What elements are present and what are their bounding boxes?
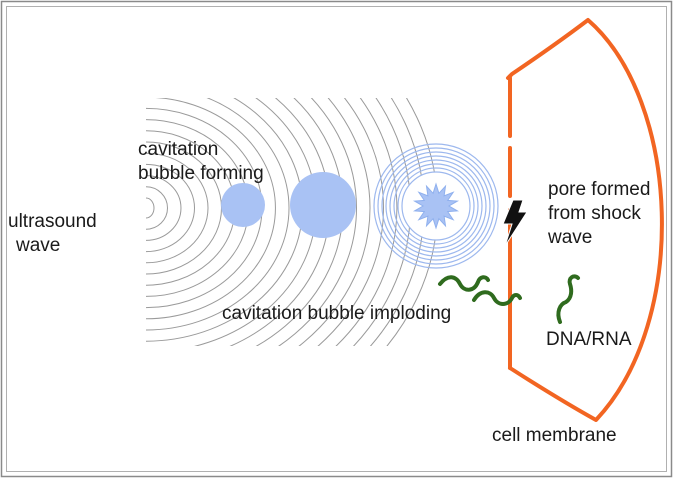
lightning-bolt-icon <box>502 199 528 247</box>
imploding-bubble-star-icon <box>412 182 460 230</box>
large-bubble <box>290 172 356 238</box>
forming-label-line2: bubble forming <box>138 163 264 184</box>
bubble-ring <box>377 147 495 265</box>
bubble-ring <box>373 143 499 269</box>
wave-arc <box>146 98 276 320</box>
bubble-ring <box>381 151 491 261</box>
cell-membrane-label: cell membrane <box>492 425 617 446</box>
bubble-ring <box>389 159 483 253</box>
wave-arc <box>146 152 209 264</box>
wave-arc <box>146 163 195 253</box>
bubble-forming-label: cavitation bubble forming <box>138 138 264 186</box>
wave-arc <box>335 98 398 346</box>
wave-arc <box>146 98 290 331</box>
wave-arc <box>278 98 357 346</box>
ultrasound-label-line1: ultrasound <box>8 211 97 232</box>
bubble-ring <box>397 167 475 245</box>
small-bubble <box>221 183 265 227</box>
wave-arc <box>146 175 182 241</box>
pore-label-line2: from shock <box>548 203 641 224</box>
forming-label-line1: cavitation <box>138 139 219 160</box>
bubble-ring <box>393 163 479 249</box>
dna-strand-middle <box>472 290 522 306</box>
pore-formed-label: pore formed from shock wave <box>548 178 650 250</box>
bubble-imploding-label: cavitation bubble imploding <box>222 303 452 324</box>
dna-rna-label: DNA/RNA <box>546 329 632 350</box>
wave-arc <box>298 98 371 346</box>
wave-arc <box>317 98 384 346</box>
pore-label-line1: pore formed <box>548 179 651 200</box>
wave-arc <box>146 186 168 230</box>
cell-membrane <box>506 18 664 422</box>
ultrasound-wave-label: ultrasound wave <box>8 210 97 258</box>
bubble-ring <box>385 155 487 257</box>
frame-inner <box>6 6 667 472</box>
dna-strand-left <box>438 275 490 292</box>
wave-arc <box>146 197 155 219</box>
ultrasound-label-line2: wave <box>16 235 61 256</box>
dna-strand-right <box>556 274 580 324</box>
pore-label-line3: wave <box>548 227 593 248</box>
